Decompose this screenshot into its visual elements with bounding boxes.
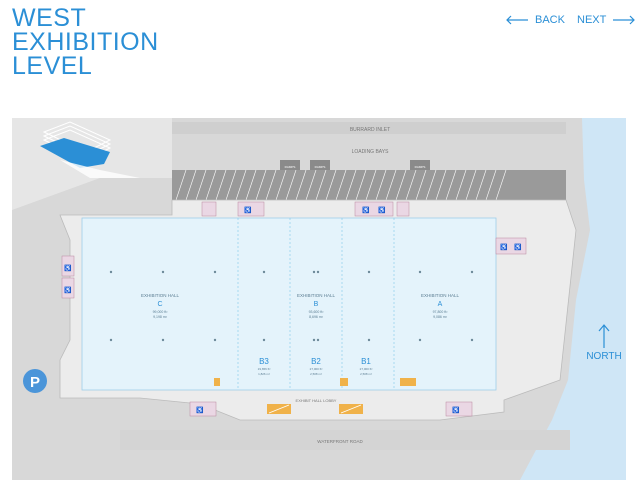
subhall-b1-label: B1	[361, 357, 371, 366]
concourse-label: EXHIBIT HALL LOBBY	[296, 398, 337, 403]
hall-dividers	[237, 218, 395, 390]
hall-a-size-ft: 97,800 ft²	[433, 310, 449, 314]
ramp-label-1: RAMPS	[285, 165, 296, 169]
hall-b-size-m: 8,696 m²	[309, 315, 324, 319]
hall-b-label: EXHIBITION HALL	[297, 293, 336, 298]
subhall-b3-label: B3	[259, 357, 269, 366]
hall-c-size-ft: 99,000 ft²	[153, 310, 169, 314]
loading-stalls	[175, 169, 507, 201]
hall-c-label: EXHIBITION HALL	[141, 293, 180, 298]
svg-text:♿: ♿	[64, 286, 72, 294]
title-line-3: LEVEL	[12, 52, 93, 80]
next-label: NEXT	[577, 14, 607, 26]
svg-text:♿: ♿	[378, 206, 386, 214]
building-inset-diagram	[40, 121, 140, 178]
escalators	[214, 378, 416, 414]
parking-marker[interactable]: P	[23, 369, 47, 393]
north-indicator: NORTH	[586, 324, 622, 362]
subhall-b2[interactable]: B2 27,000 ft² 2,508 m²	[310, 357, 323, 376]
arrow-left-icon	[505, 15, 529, 25]
svg-text:♿: ♿	[452, 406, 460, 414]
back-button[interactable]: BACK	[505, 12, 565, 28]
hall-c[interactable]: EXHIBITION HALL C 99,000 ft² 9,198 m²	[141, 293, 180, 319]
hall-b-letter: B	[314, 301, 319, 308]
subhall-b3-size-m: 1,826 m²	[258, 372, 270, 376]
ramp-label-2: RAMPS	[315, 165, 326, 169]
loading-bays-label: LOADING BAYS	[352, 149, 390, 155]
hall-c-letter: C	[157, 301, 162, 308]
waterfront-road	[120, 430, 570, 450]
hall-b-size-ft: 93,600 ft²	[309, 310, 325, 314]
ramp-label-3: RAMPS	[415, 165, 426, 169]
title-line-2: EXHIBITION	[12, 28, 159, 56]
loading-dock	[172, 170, 566, 200]
hall-a-letter: A	[438, 301, 443, 308]
page-title: WEST EXHIBITION LEVEL	[12, 4, 182, 80]
svg-text:♿: ♿	[64, 264, 72, 272]
svg-text:♿: ♿	[244, 206, 252, 214]
parking-icon: P	[30, 374, 40, 391]
svg-text:♿: ♿	[362, 206, 370, 214]
subhall-b2-size-m: 2,508 m²	[310, 372, 322, 376]
water-area	[520, 118, 626, 480]
back-label: BACK	[535, 14, 565, 26]
restroom-icons: ♿ ♿ ♿ ♿ ♿ ♿ ♿ ♿ ♿	[64, 206, 522, 414]
subhall-b1-size-m: 2,508 m²	[360, 372, 372, 376]
arrow-right-icon	[612, 15, 636, 25]
hall-a[interactable]: EXHIBITION HALL A 97,800 ft² 9,086 m²	[421, 293, 460, 319]
subhall-b3[interactable]: B3 19,656 ft² 1,826 m²	[258, 357, 271, 376]
svg-text:♿: ♿	[500, 243, 508, 251]
top-road	[172, 122, 566, 134]
title-line-1: WEST	[12, 4, 87, 32]
hall-a-label: EXHIBITION HALL	[421, 293, 460, 298]
subhall-b2-label: B2	[311, 357, 321, 366]
svg-text:♿: ♿	[196, 406, 204, 414]
subhall-b2-size-ft: 27,000 ft²	[310, 367, 323, 371]
svg-text:♿: ♿	[514, 243, 522, 251]
hall-c-size-m: 9,198 m²	[153, 315, 168, 319]
north-label: NORTH	[586, 351, 621, 362]
subhall-b1[interactable]: B1 27,000 ft² 2,508 m²	[360, 357, 373, 376]
waterfront-road-label: WATERFRONT ROAD	[317, 439, 363, 444]
next-button[interactable]: NEXT	[577, 12, 636, 28]
subhall-b3-size-ft: 19,656 ft²	[258, 367, 271, 371]
column-dots	[109, 270, 474, 342]
subhall-b1-size-ft: 27,000 ft²	[360, 367, 373, 371]
hall-a-size-m: 9,086 m²	[433, 315, 448, 319]
exhibition-hall-area[interactable]	[81, 217, 497, 391]
restroom-blocks	[61, 201, 527, 417]
street-label-top: BURRARD INLET	[350, 127, 390, 133]
hall-b[interactable]: EXHIBITION HALL B 93,600 ft² 8,696 m²	[297, 293, 336, 319]
